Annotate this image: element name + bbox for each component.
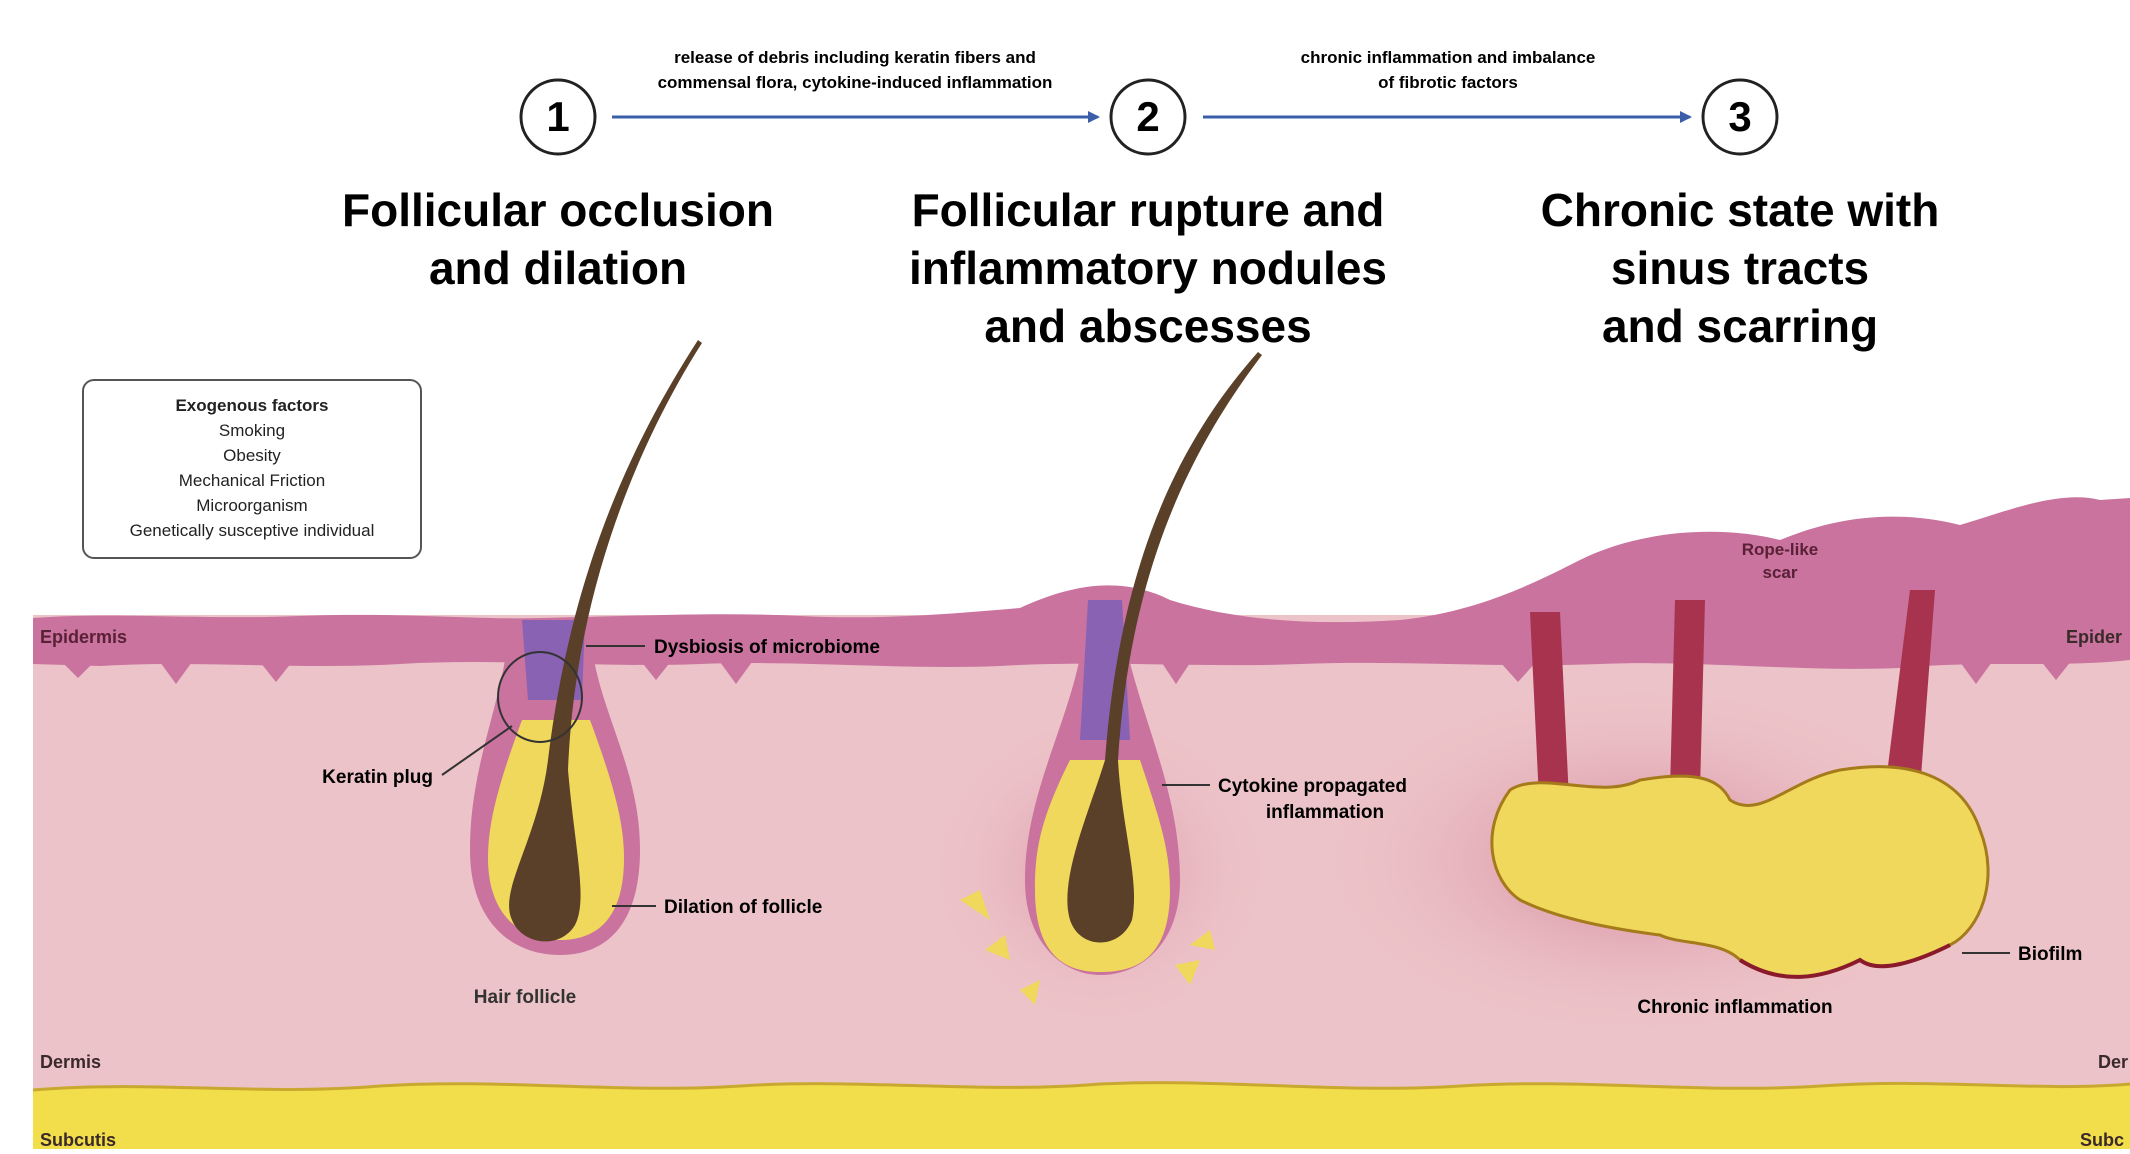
step-1-title-line-1: Follicular occlusion <box>342 184 774 236</box>
exogenous-factor-item: Genetically susceptive individual <box>84 518 420 543</box>
label-dysbiosis: Dysbiosis of microbiome <box>654 637 880 658</box>
step-3-title-line-2: sinus tracts <box>1611 242 1869 294</box>
exogenous-factor-item: Smoking <box>84 418 420 443</box>
exogenous-factor-item: Microorganism <box>84 493 420 518</box>
exogenous-factors-heading: Exogenous factors <box>84 393 420 418</box>
layer-label-subcutis-right: Subc <box>2080 1130 2124 1149</box>
label-hair-follicle: Hair follicle <box>474 987 576 1008</box>
exogenous-factor-item: Obesity <box>84 443 420 468</box>
step-1-number: 1 <box>546 93 569 140</box>
layer-label-dermis-right: Der <box>2098 1052 2128 1072</box>
step-3-title-line-1: Chronic state with <box>1541 184 1940 236</box>
step-3-title-line-3: and scarring <box>1602 300 1878 352</box>
label-keratin-plug: Keratin plug <box>322 767 433 788</box>
subcutis-layer <box>33 1083 2130 1149</box>
step-2-title-line-3: and abscesses <box>984 300 1311 352</box>
step-3-number: 3 <box>1728 93 1751 140</box>
layer-label-dermis: Dermis <box>40 1052 101 1072</box>
label-biofilm: Biofilm <box>2018 944 2082 965</box>
step-2-title-line-2: inflammatory nodules <box>909 242 1387 294</box>
label-dilation: Dilation of follicle <box>664 897 822 918</box>
label-chronic-inflammation: Chronic inflammation <box>1637 997 1832 1018</box>
label-rope-scar-line-1: Rope-like <box>1742 540 1819 559</box>
layer-label-subcutis: Subcutis <box>40 1130 116 1149</box>
exogenous-factor-item: Mechanical Friction <box>84 468 420 493</box>
transition-2-line-1: chronic inflammation and imbalance <box>1301 48 1596 67</box>
sinus-tract-2 <box>1670 600 1705 790</box>
step-2-title-line-1: Follicular rupture and <box>912 184 1385 236</box>
step-1-title-line-2: and dilation <box>429 242 687 294</box>
exogenous-factors-box: Exogenous factors Smoking Obesity Mechan… <box>82 379 422 559</box>
label-rope-scar-line-2: scar <box>1763 563 1798 582</box>
label-cytokine-line-2: inflammation <box>1266 802 1384 823</box>
layer-label-epidermis: Epidermis <box>40 627 127 647</box>
layer-label-epidermis-right: Epider <box>2066 627 2122 647</box>
transition-2-line-2: of fibrotic factors <box>1378 73 1518 92</box>
step-2-number: 2 <box>1136 93 1159 140</box>
transition-1-line-2: commensal flora, cytokine-induced inflam… <box>658 73 1053 92</box>
transition-1-line-1: release of debris including keratin fibe… <box>674 48 1036 67</box>
label-cytokine-line-1: Cytokine propagated <box>1218 776 1407 797</box>
